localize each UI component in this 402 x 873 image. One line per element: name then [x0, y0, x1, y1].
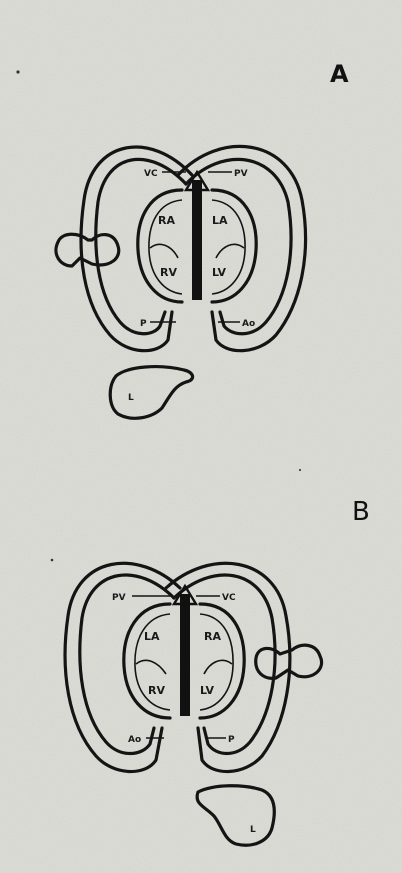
print-speck [51, 559, 54, 562]
panel-a-label-ventricle-right: LV [212, 266, 226, 279]
panel-a-label-vein-right: PV [234, 169, 248, 179]
panel-a-label-atrium-left: RA [158, 214, 175, 227]
panel-b-label-atrium-right: RA [204, 630, 221, 643]
print-speck [299, 469, 301, 471]
panel-b-label-ventricle-left: RV [148, 684, 165, 697]
panel-b-label-ventricle-right: LV [200, 684, 214, 697]
panel-b-label-vein-left: PV [112, 593, 126, 603]
panel-b-label-artery-left: Ao [128, 735, 141, 745]
panel-a-letter: A [330, 60, 349, 88]
panel-a-label-liver: L [128, 393, 134, 403]
panel-a-label-vein-left: VC [144, 169, 158, 179]
panel-b-label-artery-right: P [228, 735, 235, 745]
panel-a-label-artery-left: P [140, 319, 147, 329]
panel-a-septum [192, 180, 202, 300]
panel-b-label-atrium-left: LA [144, 630, 160, 643]
panel-b-label-vein-right: VC [222, 593, 236, 603]
print-speck [16, 70, 19, 73]
panel-a-label-ventricle-left: RV [160, 266, 177, 279]
panel-a-label-artery-right: Ao [242, 319, 255, 329]
panel-b-label-liver: L [250, 825, 256, 835]
panel-b-letter: B [352, 497, 370, 527]
panel-b-septum [180, 594, 190, 716]
panel-a-label-atrium-right: LA [212, 214, 228, 227]
